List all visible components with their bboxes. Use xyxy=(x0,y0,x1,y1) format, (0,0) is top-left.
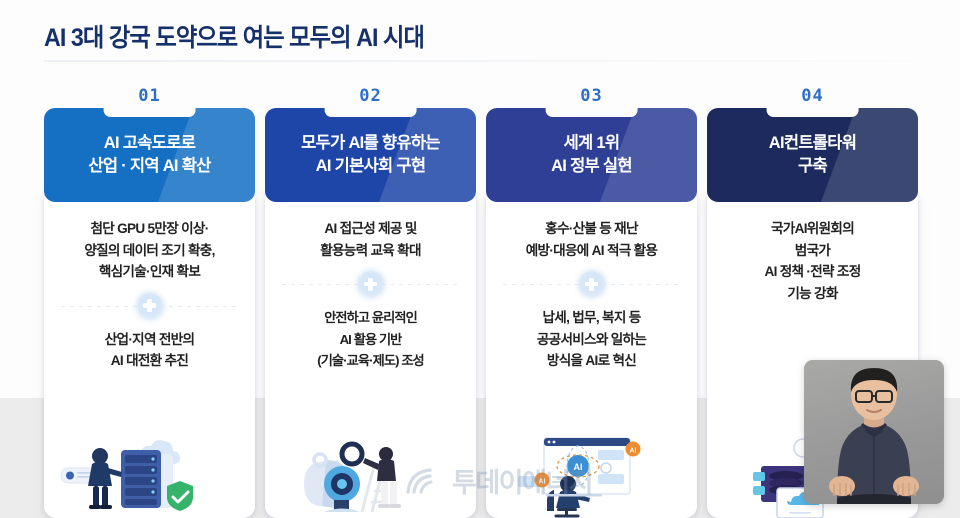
card-header-title-02: 모두가 AI를 향유하는 AI 기본사회 구현 xyxy=(301,134,440,175)
svg-text:AI: AI xyxy=(573,462,582,472)
strategy-column-03: 03 세계 1위 AI 정부 실현 홍수·산불 등 재난 예방·대응에 AI 적… xyxy=(486,86,697,518)
card-header-title-03: 세계 1위 AI 정부 실현 xyxy=(551,134,632,175)
svg-text:AI: AI xyxy=(629,448,636,455)
column-number-03: 03 xyxy=(580,86,603,106)
column-number-04: 04 xyxy=(801,86,824,106)
card-body-top-text-01: 첨단 GPU 5만장 이상· 양질의 데이터 조기 확충, 핵심기술·인재 확보 xyxy=(84,221,215,279)
card-body-top-text-04: 국가AI위원회의 범국가 AI 정책 ·전략 조정 기능 강화 xyxy=(764,221,861,301)
card-body-top-text-02: AI 접근성 제공 및 활용능력 교육 확대 xyxy=(320,221,421,258)
strategy-column-02: 02 모두가 AI를 향유하는 AI 기본사회 구현 AI 접근성 제공 및 활… xyxy=(265,86,476,518)
folder-tab-notch xyxy=(766,108,859,117)
plus-divider-02 xyxy=(265,261,476,307)
card-header-03[interactable]: 세계 1위 AI 정부 실현 xyxy=(486,108,697,202)
card-header-02[interactable]: 모두가 AI를 향유하는 AI 기본사회 구현 xyxy=(265,108,476,202)
card-body-bottom-text-01: 산업·지역 전반의 AI 대전환 추진 xyxy=(104,331,195,369)
strategy-column-01: 01 AI 고속도로로 산업 · 지역 AI 확산 첨단 GPU 5만장 이상·… xyxy=(44,86,255,518)
folder-tab-notch xyxy=(324,108,417,117)
column-number-02: 02 xyxy=(359,86,382,106)
person-desk-ai-dashboard-icon: AI AI AI xyxy=(517,437,640,518)
interpreter-person-figure xyxy=(829,368,919,504)
person-server-cloud-shield-icon xyxy=(60,440,193,511)
plus-icon xyxy=(357,271,384,297)
card-body-bottom-text-02: 안전하고 윤리적인 AI 활용 기반 (기술·교육·제도) 조성 xyxy=(317,310,424,368)
card-body-02: AI 접근성 제공 및 활용능력 교육 확대 안전하고 윤리적인 AI 활용 기… xyxy=(265,188,476,518)
slide-title-container: AI 3대 강국 도약으로 여는 모두의 AI 시대 xyxy=(44,16,453,56)
card-header-01[interactable]: AI 고속도로로 산업 · 지역 AI 확산 xyxy=(44,108,255,202)
folder-tab-notch xyxy=(103,108,196,117)
illustration-02 xyxy=(265,432,476,518)
interpreter-video-overlay[interactable] xyxy=(804,360,944,504)
strategy-columns: 01 AI 고속도로로 산업 · 지역 AI 확산 첨단 GPU 5만장 이상·… xyxy=(44,86,918,518)
card-header-title-04: AI컨트롤타워 구축 xyxy=(768,134,857,175)
svg-text:AI: AI xyxy=(538,479,545,486)
plus-icon xyxy=(136,292,163,319)
card-header-title-01: AI 고속도로로 산업 · 지역 AI 확산 xyxy=(88,134,211,175)
card-body-top-text-03: 홍수·산불 등 재난 예방·대응에 AI 적극 활용 xyxy=(525,221,658,258)
illustration-03: AI AI AI xyxy=(486,432,697,518)
card-body-03: 홍수·산불 등 재난 예방·대응에 AI 적극 활용 납세, 법무, 복지 등 … xyxy=(486,188,697,518)
robot-head-ladder-gears-icon xyxy=(303,441,401,513)
title-divider xyxy=(44,60,916,62)
page-title: AI 3대 강국 도약으로 여는 모두의 AI 시대 xyxy=(44,24,425,52)
card-body-01: 첨단 GPU 5만장 이상· 양질의 데이터 조기 확충, 핵심기술·인재 확보… xyxy=(44,188,255,518)
card-header-04[interactable]: AI컨트롤타워 구축 xyxy=(707,108,918,202)
plus-icon xyxy=(578,271,605,297)
plus-divider-03 xyxy=(486,261,697,307)
folder-tab-notch xyxy=(545,108,638,117)
plus-divider-01 xyxy=(44,283,255,329)
column-number-01: 01 xyxy=(138,86,161,106)
card-body-bottom-text-03: 납세, 법무, 복지 등 공공서비스와 일하는 방식을 AI로 혁신 xyxy=(536,310,647,368)
illustration-01 xyxy=(44,432,255,518)
